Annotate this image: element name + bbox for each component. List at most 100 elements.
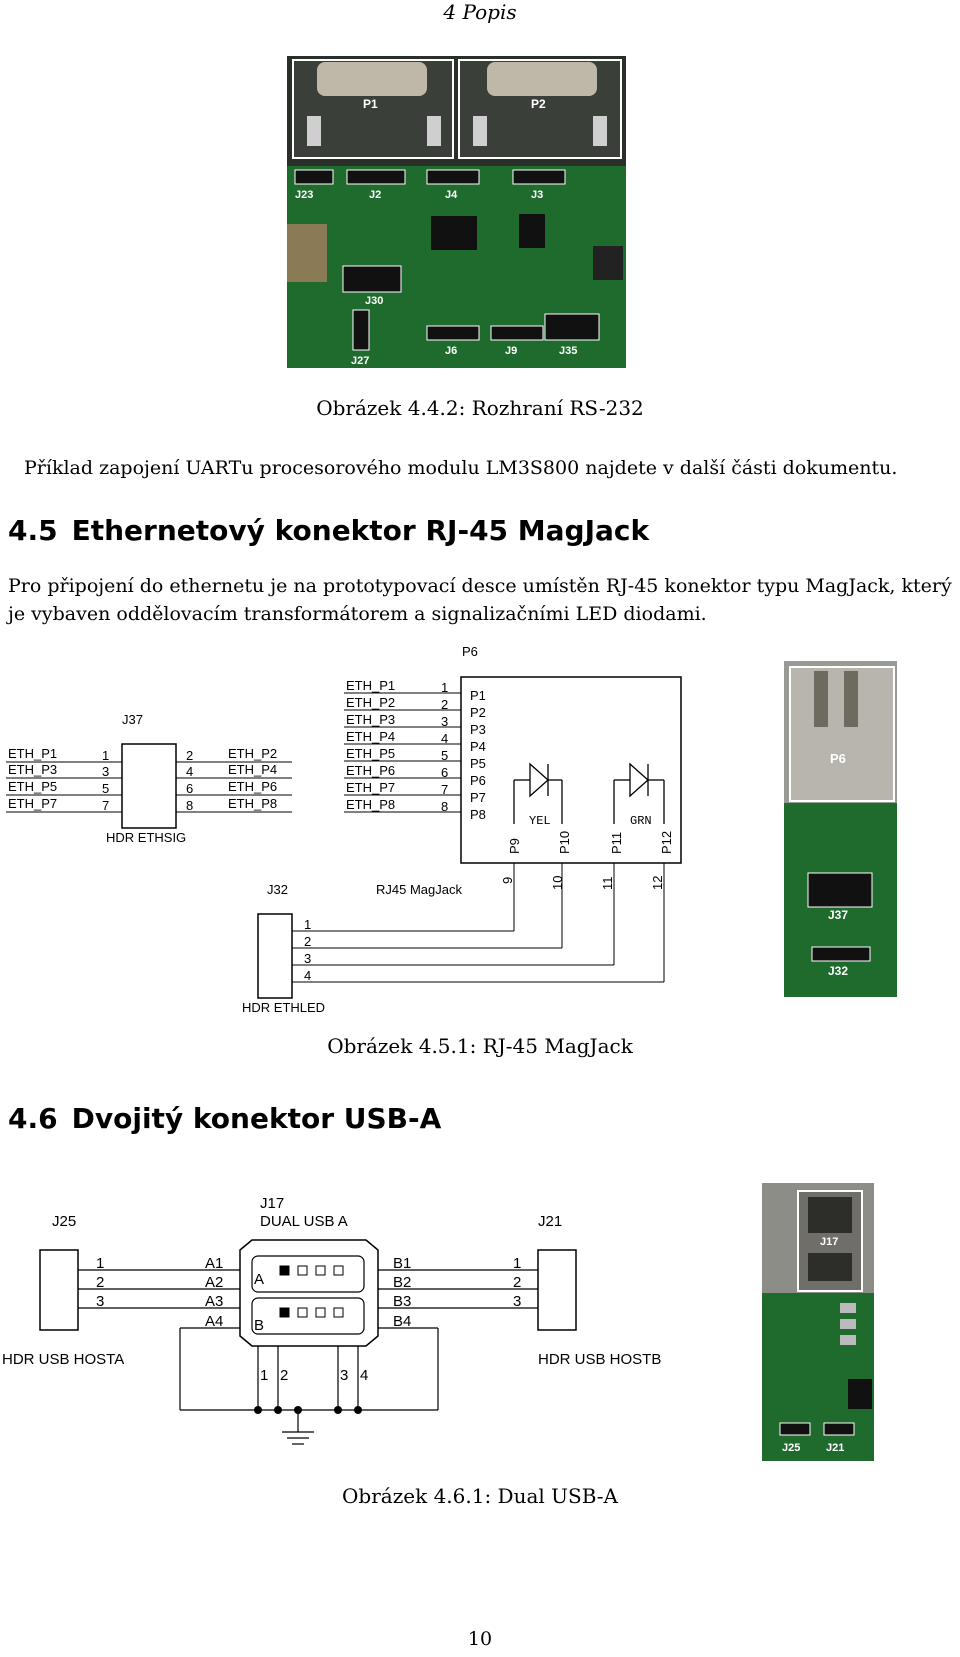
p6-pinname-5: P5 xyxy=(470,756,486,771)
magjack-schematic: J37 ETH_P1 ETH_P3 ETH_P5 ETH_P7 1 3 5 7 … xyxy=(0,640,770,1020)
p6-pinnum-5: 5 xyxy=(441,748,448,763)
j17-gnd-pin-2: 2 xyxy=(280,1367,288,1384)
figure-caption-magjack: Obrázek 4.5.1: RJ-45 MagJack xyxy=(327,1034,633,1058)
p6-pinname-1: P1 xyxy=(470,688,486,703)
j37-net-l1: ETH_P1 xyxy=(8,746,57,761)
j17-pin-b1: B1 xyxy=(393,1255,411,1272)
photo-label-j21: J21 xyxy=(826,1442,844,1454)
j17-pin-a3: A3 xyxy=(205,1293,223,1310)
paragraph-uart: Příklad zapojení UARTu procesorového mod… xyxy=(24,457,898,479)
rs232-board-photo: P1 P2 J23 J2 J4 J3 J30 J27 J6 J9 J35 xyxy=(287,56,626,368)
section-number: 4.5 xyxy=(8,514,58,547)
section-title: Dvojitý konektor USB-A xyxy=(71,1102,442,1135)
p6-pinnum-2: 2 xyxy=(441,697,448,712)
j17-pin-b2: B2 xyxy=(393,1274,411,1291)
j37-ref: J37 xyxy=(122,712,143,727)
figure-caption-rs232: Obrázek 4.4.2: Rozhraní RS-232 xyxy=(316,396,644,420)
j25-pin-2: 2 xyxy=(96,1274,104,1291)
paragraph-magjack: Pro připojení do ethernetu je na prototy… xyxy=(8,575,952,625)
photo-label-p2: P2 xyxy=(531,97,546,111)
p6-pinnum-12: 12 xyxy=(650,876,665,890)
photo-label-j9: J9 xyxy=(505,345,517,357)
j17-name: DUAL USB A xyxy=(260,1213,348,1230)
photo-label-j4: J4 xyxy=(445,189,458,201)
j37-pin-r2: 4 xyxy=(186,764,193,779)
usb-photo-svg: J17 J25 J21 xyxy=(762,1183,874,1461)
p6-pinname-7: P7 xyxy=(470,790,486,805)
usb-board-photo: J17 J25 J21 xyxy=(762,1183,874,1461)
j37-name: HDR ETHSIG xyxy=(106,830,186,845)
p6-pinnum-4: 4 xyxy=(441,731,448,746)
p6-pinname-8: P8 xyxy=(470,807,486,822)
p6-pinname-11: P11 xyxy=(609,832,624,854)
p6-pinnum-9: 9 xyxy=(500,877,515,884)
j37-pin-r1: 2 xyxy=(186,748,193,763)
j37-net-l2: ETH_P3 xyxy=(8,762,57,777)
usb-schematic: J25 J17 DUAL USB A J21 xyxy=(0,1188,700,1458)
section-number: 4.6 xyxy=(8,1102,58,1135)
j25-pin-1: 1 xyxy=(96,1255,104,1272)
photo-label-j25: J25 xyxy=(782,1442,800,1454)
p6-pinnum-6: 6 xyxy=(441,765,448,780)
j37-net-r4: ETH_P8 xyxy=(228,796,277,811)
photo-label-j32: J32 xyxy=(828,964,848,978)
p6-pinnum-10: 10 xyxy=(550,876,565,890)
j32-pin-2: 2 xyxy=(304,934,311,949)
p6-pinnum-1: 1 xyxy=(441,680,448,695)
j37-net-l3: ETH_P5 xyxy=(8,779,57,794)
photo-label-j27: J27 xyxy=(351,355,369,367)
photo-label-j2: J2 xyxy=(369,189,381,201)
photo-label-p1: P1 xyxy=(363,97,378,111)
j17-port-a: A xyxy=(254,1271,264,1288)
p6-name: RJ45 MagJack xyxy=(376,882,462,897)
j32-pin-4: 4 xyxy=(304,968,311,983)
figure-caption-usb: Obrázek 4.6.1: Dual USB-A xyxy=(342,1484,618,1508)
photo-label-j30: J30 xyxy=(365,295,383,307)
j17-gnd-pin-1: 1 xyxy=(260,1367,268,1384)
j17-pin-a4: A4 xyxy=(205,1313,223,1330)
j32-pin-1: 1 xyxy=(304,917,311,932)
p6-net-7: ETH_P7 xyxy=(346,780,395,795)
led-yel-icon xyxy=(513,762,563,824)
j37-pin-l2: 3 xyxy=(102,764,109,779)
p6-ref: P6 xyxy=(462,644,478,659)
p6-net-6: ETH_P6 xyxy=(346,763,395,778)
j25-name: HDR USB HOSTA xyxy=(2,1351,124,1368)
p6-pinname-4: P4 xyxy=(470,739,486,754)
p6-net-3: ETH_P3 xyxy=(346,712,395,727)
photo-label-p6: P6 xyxy=(830,751,846,766)
p6-pinname-12: P12 xyxy=(659,831,674,854)
j21-pin-3: 3 xyxy=(513,1293,521,1310)
j37-net-l4: ETH_P7 xyxy=(8,796,57,811)
p6-pinname-2: P2 xyxy=(470,705,486,720)
j37-pin-l3: 5 xyxy=(102,781,109,796)
j21-pin-1: 1 xyxy=(513,1255,521,1272)
j37-net-r2: ETH_P4 xyxy=(228,762,277,777)
photo-label-j37: J37 xyxy=(828,908,848,922)
magjack-photo-svg: P6 J37 J32 xyxy=(784,661,897,997)
photo-label-j17: J17 xyxy=(820,1236,838,1248)
section-title: Ethernetový konektor RJ-45 MagJack xyxy=(71,514,650,547)
p6-net-5: ETH_P5 xyxy=(346,746,395,761)
j32-pin-3: 3 xyxy=(304,951,311,966)
p6-pinname-6: P6 xyxy=(470,773,486,788)
usb-schematic-svg: J25 J17 DUAL USB A J21 xyxy=(2,1195,661,1445)
p6-net-2: ETH_P2 xyxy=(346,695,395,710)
photo-label-j35: J35 xyxy=(559,345,577,357)
j17-gnd-pin-3: 3 xyxy=(340,1367,348,1384)
section-heading-4-5: 4.5 Ethernetový konektor RJ-45 MagJack xyxy=(8,514,649,547)
j37-pin-l1: 1 xyxy=(102,748,109,763)
j37-net-r3: ETH_P6 xyxy=(228,779,277,794)
j17-gnd-pin-4: 4 xyxy=(360,1367,368,1384)
p6-pinname-3: P3 xyxy=(470,722,486,737)
page-number: 10 xyxy=(467,1628,493,1650)
j32-name: HDR ETHLED xyxy=(242,1000,325,1015)
p6-pinnum-7: 7 xyxy=(441,782,448,797)
magjack-board-photo: P6 J37 J32 xyxy=(784,661,897,997)
p6-pinnum-11: 11 xyxy=(600,877,615,891)
p6-net-4: ETH_P4 xyxy=(346,729,395,744)
p6-pinname-10: P10 xyxy=(557,831,572,854)
p6-pinname-9: P9 xyxy=(507,838,522,854)
j21-pin-2: 2 xyxy=(513,1274,521,1291)
j37-net-r1: ETH_P2 xyxy=(228,746,277,761)
